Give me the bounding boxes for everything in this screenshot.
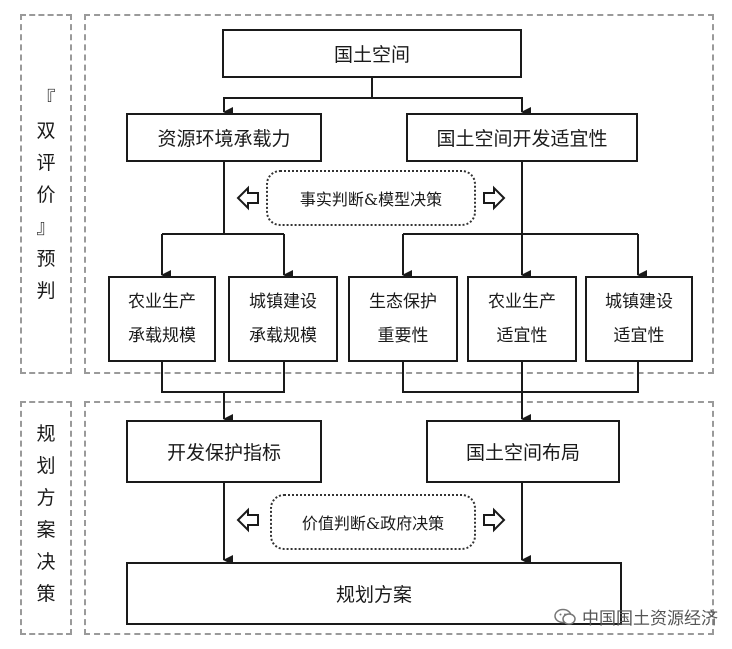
arrow-to-carrying-capacity xyxy=(223,78,373,117)
line-suitability-merge xyxy=(402,362,639,393)
hollow-right-arrow-icon xyxy=(483,507,506,533)
territorial-space-box: 国土空间 xyxy=(222,29,522,78)
plan-scheme-box: 规划方案 xyxy=(126,562,622,625)
arrow-to-development-suitability xyxy=(372,97,531,117)
label-char: 预 xyxy=(36,248,56,270)
evaluation-section-frame xyxy=(84,14,714,374)
watermark: 中国国土资源经济 xyxy=(554,604,718,629)
line-scale-merge xyxy=(161,362,285,393)
label-char: 双 xyxy=(36,120,56,142)
node-label: 国土空间 xyxy=(333,44,410,66)
node-label-line: 生态保护 xyxy=(369,292,437,312)
value-gov-annotation: 价值判断&政府决策 xyxy=(270,494,476,550)
node-label-line: 城镇建设 xyxy=(605,292,673,312)
space-layout-box: 国土空间布局 xyxy=(426,420,620,483)
eco-importance-box: 生态保护 重要性 xyxy=(348,276,458,362)
dev-protect-index-box: 开发保护指标 xyxy=(126,420,322,483)
node-label: 规划方案 xyxy=(335,584,412,606)
node-label-line: 农业生产 xyxy=(488,292,556,312)
annotation-text: 事实判断&模型决策 xyxy=(299,190,443,209)
decision-label-frame xyxy=(20,401,72,635)
hollow-right-arrow-icon xyxy=(483,185,506,211)
development-suitability-box: 国土空间开发适宜性 xyxy=(406,113,638,162)
watermark-text: 中国国土资源经济 xyxy=(582,609,718,629)
node-label: 国土空间开发适宜性 xyxy=(436,128,608,150)
evaluation-label-frame xyxy=(20,14,72,374)
carrying-capacity-box: 资源环境承载力 xyxy=(126,113,322,162)
hollow-left-arrow-icon xyxy=(236,507,259,533)
wechat-icon xyxy=(554,608,576,625)
decision-section-frame xyxy=(84,401,714,635)
node-label-line: 适宜性 xyxy=(496,326,548,346)
node-label-line: 适宜性 xyxy=(613,326,665,346)
label-char: 方 xyxy=(36,487,56,509)
label-char: 评 xyxy=(36,152,56,174)
urban-suitability-box: 城镇建设 适宜性 xyxy=(585,276,693,362)
node-label-line: 承载规模 xyxy=(128,326,196,346)
node-label-line: 农业生产 xyxy=(128,292,196,312)
urban-scale-box: 城镇建设 承载规模 xyxy=(228,276,338,362)
label-char: 价 xyxy=(36,184,56,206)
label-char: 决 xyxy=(36,551,56,573)
node-label: 资源环境承载力 xyxy=(157,128,291,150)
agri-scale-box: 农业生产 承载规模 xyxy=(108,276,216,362)
node-label-line: 承载规模 xyxy=(249,326,317,346)
decision-vertical-label: 规 划 方 案 决 策 xyxy=(32,418,60,610)
label-char: 规 xyxy=(36,423,56,445)
label-char: 判 xyxy=(36,280,56,302)
node-label: 开发保护指标 xyxy=(166,442,281,464)
node-label-line: 城镇建设 xyxy=(249,292,317,312)
node-label-line: 重要性 xyxy=(377,326,429,346)
agri-suitability-box: 农业生产 适宜性 xyxy=(467,276,577,362)
label-char: 案 xyxy=(36,519,56,541)
label-char: 『 xyxy=(36,88,56,110)
label-char: 策 xyxy=(36,583,56,605)
label-char: 』 xyxy=(36,216,56,238)
annotation-text: 价值判断&政府决策 xyxy=(301,514,445,533)
evaluation-vertical-label: 『 双 评 价 』 预 判 xyxy=(32,83,60,307)
node-label: 国土空间布局 xyxy=(465,442,580,464)
hollow-left-arrow-icon xyxy=(236,185,259,211)
label-char: 划 xyxy=(36,455,56,477)
fact-model-annotation: 事实判断&模型决策 xyxy=(266,170,476,226)
